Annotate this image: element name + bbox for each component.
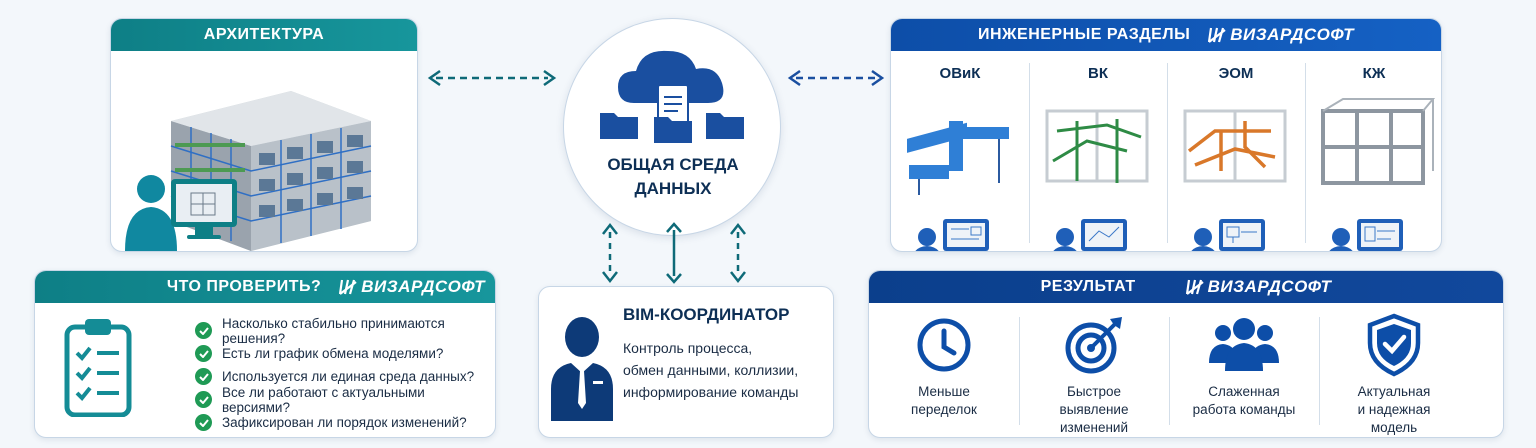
wizardsoft-logo-icon: [339, 279, 357, 295]
list-item-text: Все ли работают с актуальными версиями?: [222, 384, 425, 415]
clock-icon: [917, 318, 971, 372]
check-icon: [195, 391, 212, 408]
checklist-clipboard-icon: [64, 319, 132, 417]
result-label-line: Актуальная: [1357, 384, 1431, 399]
list-item-text: Используется ли единая среда данных?: [222, 369, 475, 384]
engineering-header: ИНЖЕНЕРНЫЕ РАЗДЕЛЫ ВИЗАРДСОФТ: [891, 19, 1441, 51]
common-data-environment: ОБЩАЯ СРЕДА ДАННЫХ: [563, 18, 781, 236]
wizardsoft-logo: ВИЗАРДСОФТ: [339, 277, 485, 297]
building-illustration: [125, 91, 372, 251]
list-item-text: Зафиксирован ли порядок изменений?: [222, 415, 467, 430]
result-label-line: и надежная: [1357, 402, 1431, 417]
list-item: Все ли работают с актуальными версиями?: [195, 385, 495, 415]
wizardsoft-logo: ВИЗАРДСОФТ: [1185, 277, 1332, 297]
bim-title: BIM-КООРДИНАТОР: [623, 305, 790, 324]
list-item: Зафиксирован ли порядок изменений?: [195, 411, 495, 434]
bim-coordinator-panel: BIM-КООРДИНАТОР Контроль процесса, обмен…: [538, 286, 834, 438]
list-item-text: Насколько стабильно принимаются решения?: [222, 315, 445, 346]
section-name: ОВиК: [939, 65, 981, 82]
result-item-reliable-model: Актуальная и надежная модель: [1319, 303, 1469, 437]
result-item-teamwork: Слаженная работа команды: [1169, 303, 1319, 437]
list-item: Насколько стабильно принимаются решения?: [195, 316, 495, 346]
result-panel: РЕЗУЛЬТАТ ВИЗАРДСОФТ Меньше переделок Бы…: [868, 270, 1504, 438]
section-name: ВК: [1088, 65, 1108, 82]
structure-illustration: [1321, 98, 1435, 251]
wizardsoft-logo: ВИЗАРДСОФТ: [1208, 25, 1354, 45]
result-title: РЕЗУЛЬТАТ: [1040, 278, 1136, 295]
check-icon: [195, 345, 212, 362]
result-label-line: работа команды: [1192, 402, 1296, 417]
team-icon: [1209, 318, 1279, 371]
wizardsoft-logo-icon: [1185, 279, 1204, 295]
coordinator-person-icon: [551, 317, 613, 421]
section-name: КЖ: [1362, 65, 1386, 82]
check-title: ЧТО ПРОВЕРИТЬ?: [166, 278, 322, 295]
bim-description-line: Контроль процесса,: [623, 340, 753, 356]
check-icon: [195, 414, 212, 431]
result-label-line: модель: [1370, 420, 1418, 435]
shield-check-icon: [1367, 313, 1421, 377]
wizardsoft-logo-text: ВИЗАРДСОФТ: [1207, 277, 1332, 296]
result-header: РЕЗУЛЬТАТ ВИЗАРДСОФТ: [869, 271, 1503, 303]
section-vk: ВК: [1029, 51, 1167, 251]
engineering-panel: ИНЖЕНЕРНЫЕ РАЗДЕЛЫ ВИЗАРДСОФТ ОВиК ВК: [890, 18, 1442, 252]
result-label-line: выявление: [1059, 402, 1129, 417]
plumbing-illustration: [1045, 109, 1149, 251]
check-icon: [195, 368, 212, 385]
arrow-cde-engineering: [787, 69, 885, 87]
arrows-cde-bim: [602, 222, 746, 284]
bim-description-line: информирование команды: [623, 384, 799, 400]
check-header: ЧТО ПРОВЕРИТЬ? ВИЗАРДСОФТ: [35, 271, 495, 303]
cde-label-line2: ДАННЫХ: [634, 179, 712, 198]
result-label-line: Слаженная: [1208, 384, 1280, 399]
section-eom: ЭОМ: [1167, 51, 1305, 251]
check-panel: ЧТО ПРОВЕРИТЬ? ВИЗАРДСОФТ Насколько стаб…: [34, 270, 496, 438]
hvac-illustration: [907, 121, 1009, 251]
result-label: Быстрое выявление изменений: [1019, 383, 1169, 437]
result-label-line: Быстрое: [1066, 384, 1122, 399]
section-ovik: ОВиК: [891, 51, 1029, 251]
list-item: Есть ли график обмена моделями?: [195, 342, 495, 365]
result-label: Слаженная работа команды: [1169, 383, 1319, 419]
cloud-folders-icon: [600, 50, 744, 143]
target-icon: [1065, 317, 1122, 374]
wizardsoft-logo-text: ВИЗАРДСОФТ: [361, 277, 485, 296]
result-label-line: Меньше: [918, 384, 970, 399]
result-item-fast-detection: Быстрое выявление изменений: [1019, 303, 1169, 437]
architecture-header: АРХИТЕКТУРА: [111, 19, 417, 51]
list-item: Используется ли единая среда данных?: [195, 365, 495, 388]
wizardsoft-logo-text: ВИЗАРДСОФТ: [1230, 25, 1354, 44]
cde-label: ОБЩАЯ СРЕДА ДАННЫХ: [564, 153, 782, 201]
architecture-panel: АРХИТЕКТУРА: [110, 18, 418, 252]
result-label: Актуальная и надежная модель: [1319, 383, 1469, 437]
cde-label-line1: ОБЩАЯ СРЕДА: [607, 155, 739, 174]
bim-description: Контроль процесса, обмен данными, коллиз…: [623, 337, 798, 403]
result-label: Меньше переделок: [869, 383, 1019, 419]
check-icon: [195, 322, 212, 339]
result-label-line: переделок: [911, 402, 977, 417]
architecture-title: АРХИТЕКТУРА: [203, 26, 325, 43]
section-kzh: КЖ: [1305, 51, 1441, 251]
result-label-line: изменений: [1059, 420, 1129, 435]
electrical-illustration: [1183, 109, 1287, 251]
list-item-text: Есть ли график обмена моделями?: [222, 346, 444, 361]
check-list: Насколько стабильно принимаются решения?…: [195, 316, 495, 434]
bim-description-line: обмен данными, коллизии,: [623, 362, 799, 378]
arrow-architecture-cde: [427, 69, 557, 87]
engineering-title: ИНЖЕНЕРНЫЕ РАЗДЕЛЫ: [978, 26, 1191, 43]
section-name: ЭОМ: [1218, 65, 1254, 82]
wizardsoft-logo-icon: [1208, 27, 1226, 43]
result-item-fewer-rework: Меньше переделок: [869, 303, 1019, 437]
